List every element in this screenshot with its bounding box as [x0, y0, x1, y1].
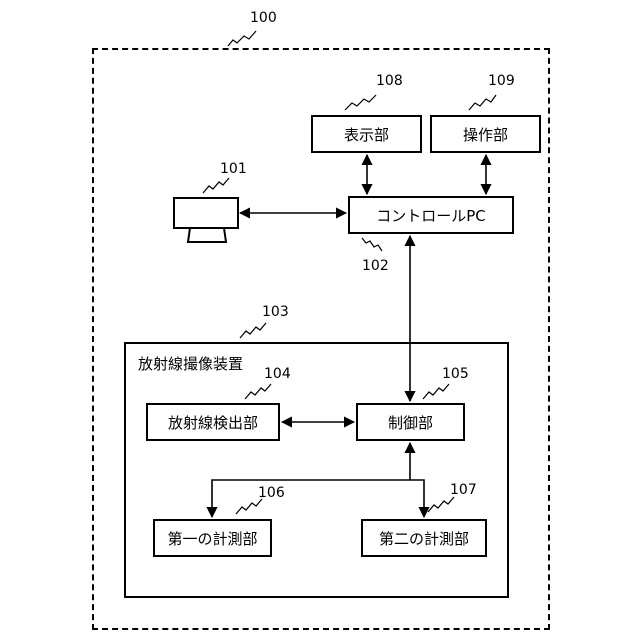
monitor-icon [174, 198, 238, 242]
controller-branch-bus [212, 480, 424, 517]
reference-leaders [203, 31, 496, 514]
